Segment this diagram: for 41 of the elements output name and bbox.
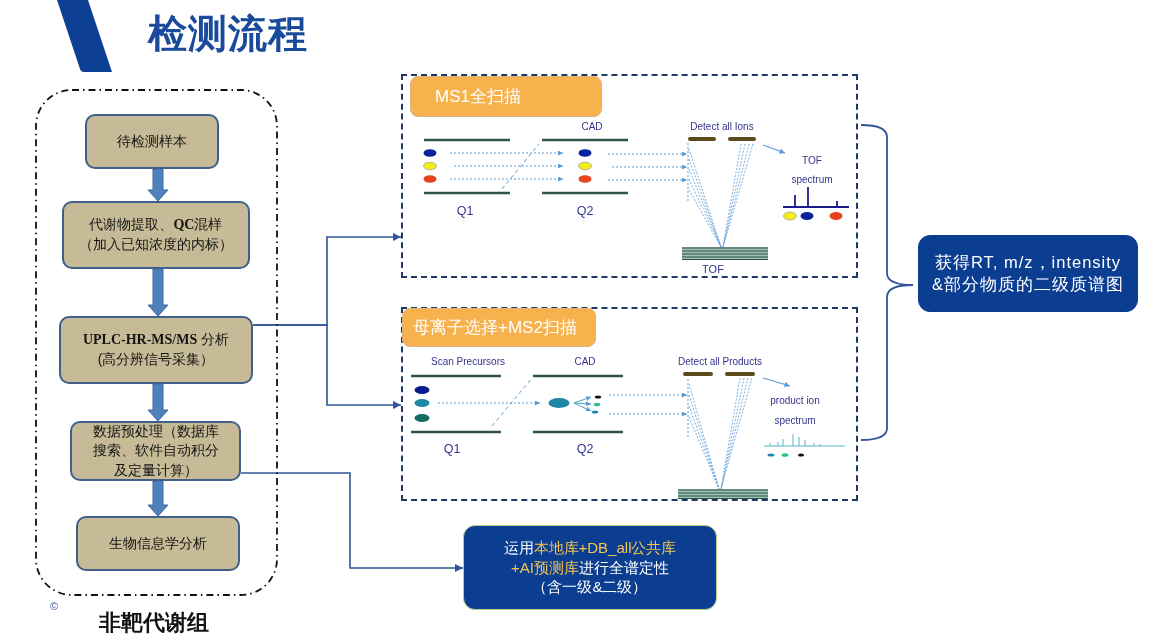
step-text: 待检测样本: [117, 131, 187, 151]
tab-title: 母离子选择+MS2扫描: [413, 317, 577, 339]
header-tab: [402, 308, 596, 347]
result-text: 获得RT, m/z，intensity &部分物质的二级质谱图: [931, 252, 1125, 295]
diagram-label: product ion spectrum: [769, 394, 821, 428]
result-box: [463, 525, 717, 610]
diagram-label: Q2: [576, 441, 594, 457]
block-arrow: [147, 168, 169, 202]
diagram-label: Q1: [456, 203, 474, 219]
diagram-label: Q2: [576, 203, 594, 219]
connector-arrow: [240, 472, 464, 572]
dashed-panel: [401, 307, 858, 501]
block-arrow: [147, 268, 169, 317]
step-text: 代谢物提取、QC混样（加入已知浓度的内标）: [78, 215, 234, 254]
header-tab: [410, 76, 602, 117]
tab-title: MS1全扫描: [435, 86, 521, 108]
diagram-label: TOF spectrum: [790, 154, 834, 187]
page-title: 检测流程: [148, 11, 308, 57]
step-text: 生物信息学分析: [109, 533, 207, 553]
process-box: [62, 201, 250, 269]
diagram-label: Detect all Ions: [690, 121, 754, 133]
group-caption: 非靶代谢组: [98, 610, 209, 635]
diagram-label: CAD: [574, 356, 596, 368]
process-box: [85, 114, 219, 169]
block-arrow: [147, 383, 169, 422]
diagram-label: Q1: [443, 441, 461, 457]
result-box: [918, 235, 1138, 312]
process-box: [59, 316, 253, 384]
dashed-panel: [401, 74, 858, 278]
diagram-label: CAD: [581, 121, 603, 133]
block-arrow: [147, 480, 169, 517]
diagram-label: TOF: [702, 262, 724, 276]
diagram-label: Detect all Products: [678, 356, 762, 368]
step-text: 数据预处理（数据库搜索、软件自动积分及定量计算）: [91, 421, 220, 480]
diagram-label: ©: [49, 599, 59, 613]
process-box: [70, 421, 241, 481]
connector-arrow: [252, 324, 402, 409]
diagram-label: Scan Precursors: [431, 356, 505, 368]
result-text: 运用本地库+DB_all公共库+AI预测库进行全谱定性（含一级&二级）: [502, 538, 678, 597]
process-box: [76, 516, 240, 571]
step-text: UPLC-HR-MS/MS 分析(高分辨信号采集）: [82, 330, 230, 369]
